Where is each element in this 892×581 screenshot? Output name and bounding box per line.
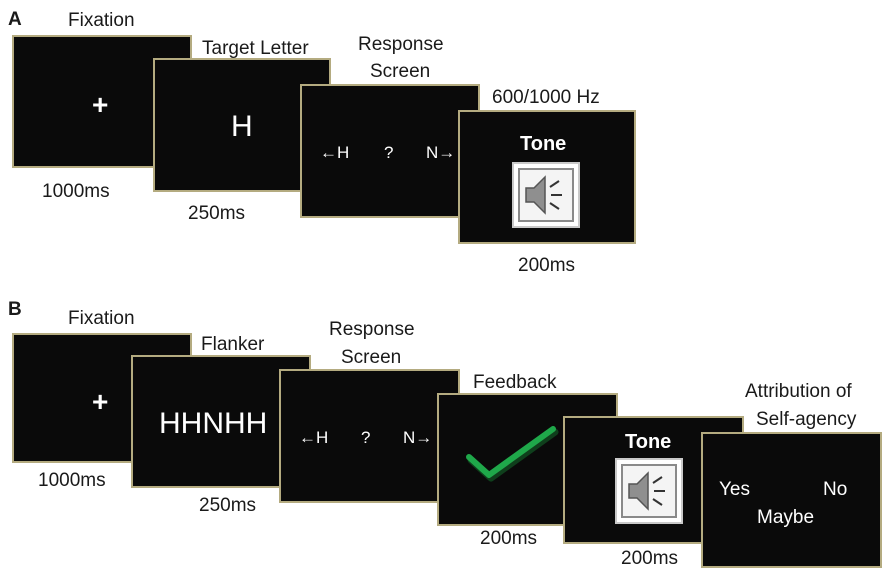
b-flanker-duration: 250ms xyxy=(199,495,257,516)
a-response-middle: ? xyxy=(384,143,394,162)
b-response-label-2: Screen xyxy=(341,347,402,368)
b-attribution-maybe: Maybe xyxy=(757,507,815,528)
a-target-duration: 250ms xyxy=(188,203,246,224)
a-fixation-duration: 1000ms xyxy=(42,181,110,202)
a-tone-screen: Tone xyxy=(458,110,636,244)
a-target-letter: H xyxy=(231,110,253,143)
b-attribution-screen: Yes No Maybe xyxy=(701,432,882,568)
panel-b-letter: B xyxy=(8,299,22,320)
speaker-icon xyxy=(615,458,683,524)
b-flanker-label: Flanker xyxy=(201,334,265,355)
a-response-label-1: Response xyxy=(358,34,444,55)
a-response-screen: ←H ? N→ xyxy=(300,84,480,218)
b-attribution-no: No xyxy=(823,479,848,500)
b-response-left: ←H xyxy=(299,428,329,447)
a-response-left: ←H xyxy=(320,143,350,162)
speaker-icon xyxy=(512,162,580,228)
b-response-right: N→ xyxy=(403,428,433,447)
b-attribution-label-1: Attribution of xyxy=(745,381,852,402)
b-flanker-letters: HHNHH xyxy=(159,407,268,440)
a-tone-duration: 200ms xyxy=(518,255,576,276)
a-tone-label: 600/1000 Hz xyxy=(492,87,600,108)
b-fixation-label: Fixation xyxy=(68,308,135,329)
a-fixation-cross: + xyxy=(92,89,109,120)
panel-a-letter: A xyxy=(8,9,22,30)
a-response-label-2: Screen xyxy=(370,61,431,82)
b-fixation-cross: + xyxy=(92,386,109,417)
a-response-right: N→ xyxy=(426,143,456,162)
b-feedback-duration: 200ms xyxy=(480,528,538,549)
a-target-label: Target Letter xyxy=(202,38,309,59)
b-feedback-label: Feedback xyxy=(473,372,557,393)
b-attribution-yes: Yes xyxy=(719,479,750,500)
b-tone-duration: 200ms xyxy=(621,548,679,569)
a-tone-word: Tone xyxy=(520,133,567,155)
b-fixation-duration: 1000ms xyxy=(38,470,106,491)
b-response-screen: ←H ? N→ xyxy=(279,369,460,503)
b-response-label-1: Response xyxy=(329,319,415,340)
checkmark-icon xyxy=(466,426,559,482)
b-attribution-label-2: Self-agency xyxy=(756,409,857,430)
a-fixation-label: Fixation xyxy=(68,10,135,31)
b-response-middle: ? xyxy=(361,428,371,447)
b-tone-word: Tone xyxy=(625,431,672,453)
